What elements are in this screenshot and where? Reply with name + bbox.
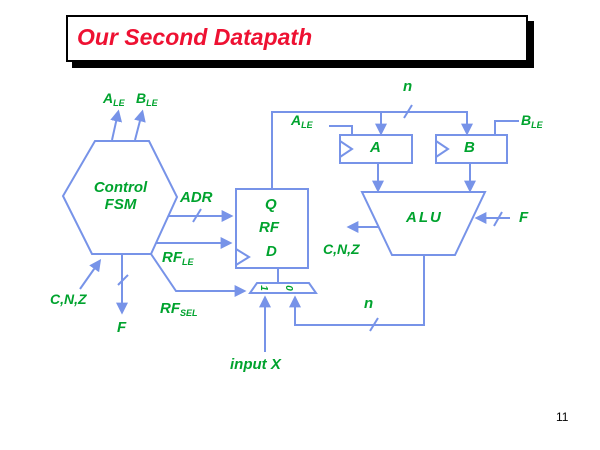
wire-q-bus <box>271 111 473 189</box>
reg-a-label: A <box>370 139 381 156</box>
label-f-fsm: F <box>117 319 127 336</box>
label-adr: ADR <box>180 189 213 206</box>
label-f-alu: F <box>519 209 529 226</box>
slide-title: Our Second Datapath <box>77 24 313 50</box>
bus-slash-f <box>493 211 503 227</box>
mux-input0-label: 0 <box>282 285 294 291</box>
alu-label: ALU <box>406 209 443 226</box>
rf-clock-triangle <box>235 248 251 266</box>
label-b-le-top: BLE <box>136 90 158 108</box>
reg-b-clock-triangle <box>435 140 450 158</box>
wire-cnz-to-fsm <box>79 259 102 290</box>
reg-b-label: B <box>464 139 475 156</box>
wire-ble-reg <box>494 120 519 134</box>
wire-ale-out <box>110 109 123 141</box>
page-number: 11 <box>556 410 569 424</box>
alu-trapezoid <box>360 191 487 256</box>
bus-slash-f-fsm <box>117 274 129 286</box>
control-fsm-line1: Control <box>93 179 148 196</box>
wire-ale-reg <box>329 125 353 134</box>
label-b-le-reg: BLE <box>521 112 543 130</box>
label-rf-le: RFLE <box>162 249 194 267</box>
mux-trapezoid <box>248 282 318 294</box>
wire-ble-out <box>134 109 146 141</box>
label-a-le-reg: ALE <box>291 112 313 130</box>
rf-name-label: RF <box>259 219 279 236</box>
wire-rfsel <box>150 253 247 297</box>
mux-input1-label: 1 <box>257 285 269 291</box>
reg-a-box <box>339 134 413 164</box>
label-cnz-fsm: C,N,Z <box>50 291 87 307</box>
label-n-top: n <box>403 78 413 95</box>
label-rf-sel: RFSEL <box>160 300 198 318</box>
title-box: Our Second Datapath <box>66 15 528 62</box>
label-input-x: input X <box>230 356 281 373</box>
rf-q-label: Q <box>265 196 277 213</box>
wire-alu-result <box>289 255 425 326</box>
control-fsm-label: Control FSM <box>78 179 163 213</box>
control-fsm-line2: FSM <box>104 195 137 213</box>
rf-d-label: D <box>266 243 277 260</box>
label-cnz-alu: C,N,Z <box>323 241 360 257</box>
bus-slash-n-bottom <box>369 317 379 332</box>
bus-slash-adr <box>192 208 202 223</box>
bus-slash-n-top <box>403 104 413 119</box>
label-n-bottom: n <box>364 295 374 312</box>
reg-b-box <box>435 134 508 164</box>
label-a-le-top: ALE <box>103 90 125 108</box>
reg-a-clock-triangle <box>339 140 354 158</box>
